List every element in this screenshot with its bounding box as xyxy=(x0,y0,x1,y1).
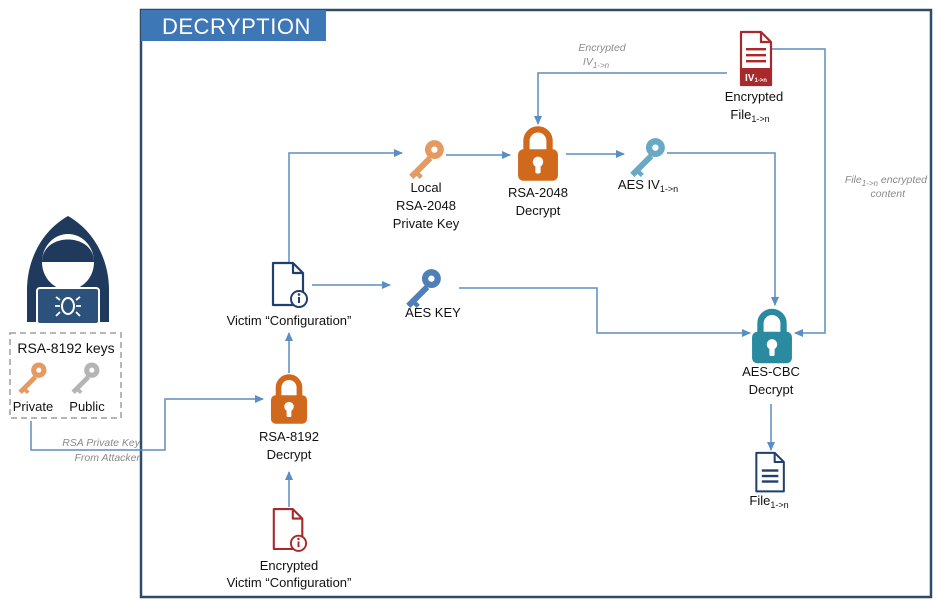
attacker-note-line1: RSA Private Key xyxy=(62,437,141,449)
aes-cbc-label-line2: Decrypt xyxy=(749,382,794,397)
rsa8192-keys-box xyxy=(9,332,122,419)
rsa8192-keys-title: RSA-8192 keys xyxy=(17,340,114,356)
victim-config-doc-icon xyxy=(271,261,309,309)
local-key-line2: RSA-2048 xyxy=(396,198,456,213)
title-banner xyxy=(141,10,326,41)
aes-key-icon xyxy=(406,269,441,308)
aes-cbc-label-line1: AES-CBC xyxy=(742,364,800,379)
private-key-icon xyxy=(18,362,47,394)
arrow-encfile-to-rsa2048 xyxy=(534,72,727,125)
local-key-line3: Private Key xyxy=(393,216,460,231)
hacker-icon xyxy=(27,216,109,325)
svg-text:IV1->n: IV1->n xyxy=(745,73,767,84)
public-key-icon xyxy=(71,362,100,394)
rsa2048-label-line2: Decrypt xyxy=(516,203,561,218)
encrypted-iv-note-line1: Encrypted xyxy=(578,42,626,54)
output-file-doc-icon xyxy=(755,451,785,493)
rsa2048-label-line1: RSA-2048 xyxy=(508,185,568,200)
encrypted-config-doc-icon xyxy=(272,508,308,552)
aes-cbc-lock-icon xyxy=(752,312,792,363)
arrow-aesiv-to-aescbc xyxy=(667,152,779,306)
connectors xyxy=(30,48,826,507)
content-note-line1: File1->n encrypted xyxy=(845,174,928,188)
encrypted-file-doc-icon: IV1->n xyxy=(739,30,773,87)
attacker-note-line2: From Attacker xyxy=(74,452,140,464)
local-key-line1: Local xyxy=(410,180,441,195)
public-key-label: Public xyxy=(69,399,105,414)
encrypted-file-label-line1: Encrypted xyxy=(725,89,784,104)
victim-config-label: Victim “Configuration” xyxy=(227,313,352,328)
arrow-config-to-localkey xyxy=(288,149,403,262)
encrypted-config-label-line2: Victim “Configuration” xyxy=(227,575,352,590)
aes-iv-label: AES IV1->n xyxy=(618,177,678,194)
rsa8192-label-line1: RSA-8192 xyxy=(259,429,319,444)
arrow-encfile-to-aescbc xyxy=(772,48,826,337)
aes-key-label: AES KEY xyxy=(405,305,461,320)
local-key-icon xyxy=(409,140,444,179)
output-file-label: File1->n xyxy=(749,493,788,510)
aes-iv-key-icon xyxy=(630,138,665,177)
arrow-attacker-to-rsa8192 xyxy=(30,395,264,451)
rsa8192-lock-icon xyxy=(271,377,307,424)
rsa2048-lock-icon xyxy=(518,129,558,180)
content-note-line2: content xyxy=(871,188,907,200)
encrypted-file-label-line2: File1->n xyxy=(730,107,769,124)
encrypted-config-label-line1: Encrypted xyxy=(260,558,319,573)
rsa8192-label-line2: Decrypt xyxy=(267,447,312,462)
arrow-aeskey-to-aescbc xyxy=(459,287,751,337)
encrypted-iv-note-line2: IV1->n xyxy=(583,56,610,70)
diagram-frame xyxy=(139,8,933,599)
private-key-label: Private xyxy=(13,399,53,414)
diagram-title: DECRYPTION xyxy=(162,14,311,39)
